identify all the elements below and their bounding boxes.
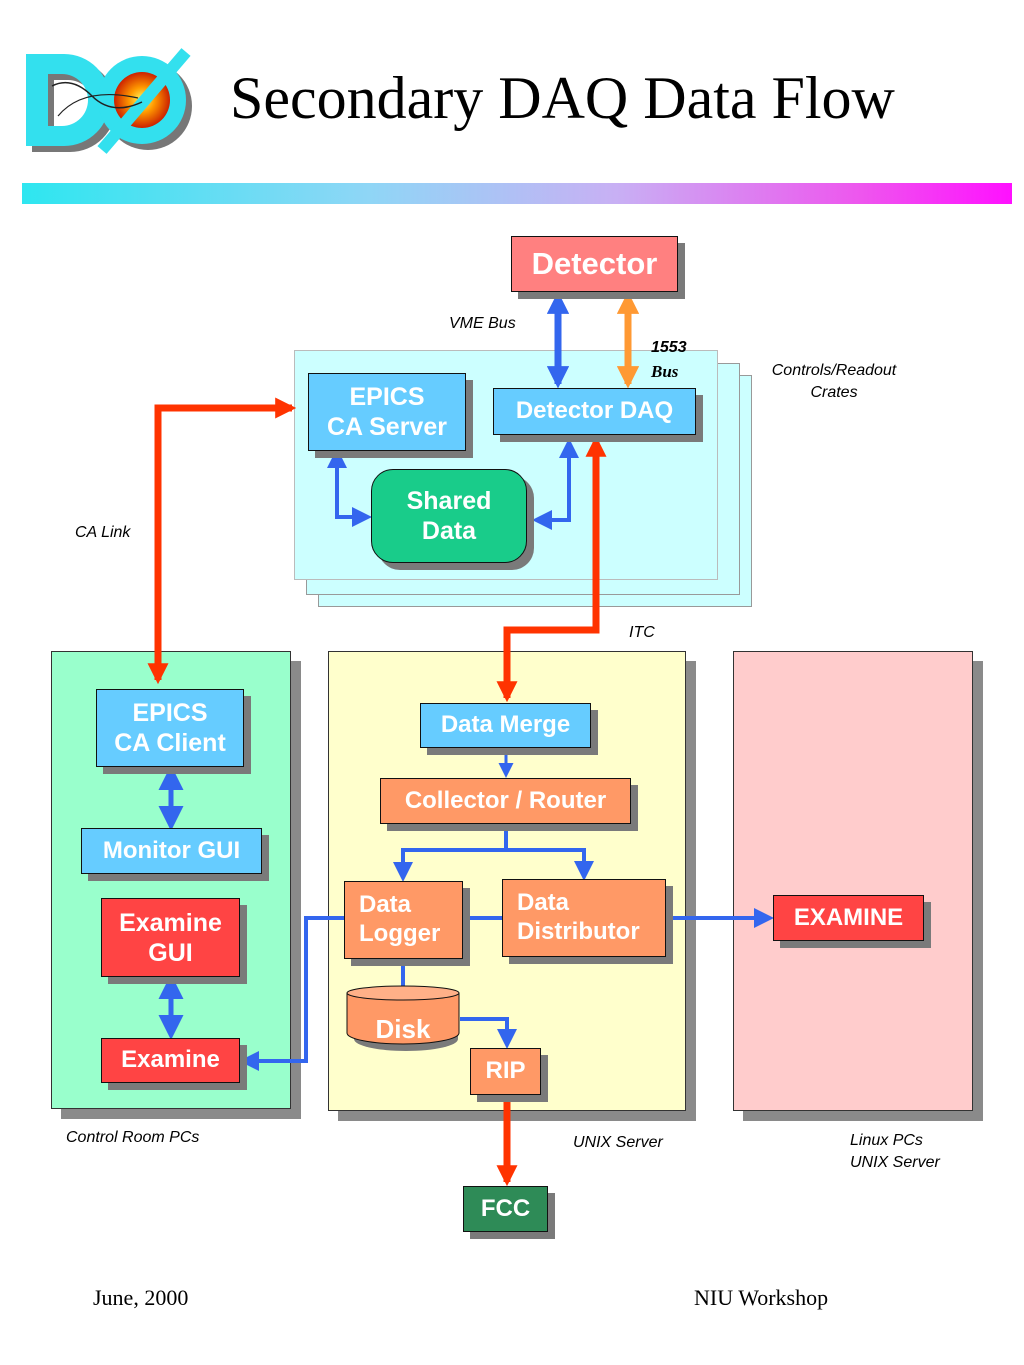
examine-gui-box[interactable]: Examine GUI bbox=[101, 898, 240, 977]
shared-data-box[interactable]: Shared Data bbox=[371, 469, 527, 563]
controls-crates-label: Controls/Readout Crates bbox=[771, 362, 897, 402]
daq-shared-arrow bbox=[532, 438, 579, 530]
unix-server-label: UNIX Server bbox=[573, 1134, 663, 1151]
ca-link-label: CA Link bbox=[75, 524, 131, 541]
itc-label: ITC bbox=[629, 624, 655, 641]
linux-pcs-panel bbox=[733, 651, 973, 1111]
collector-split-line bbox=[393, 826, 508, 882]
examine-linux-box[interactable]: EXAMINE bbox=[773, 895, 924, 941]
itc-arrow bbox=[496, 435, 607, 703]
linux-pcs-label: Linux PCs UNIX Server bbox=[850, 1132, 940, 1172]
bus-1553-number: 1553 bbox=[651, 339, 687, 357]
data-logger-box[interactable]: Data Logger bbox=[344, 881, 463, 959]
epics-ca-client-box[interactable]: EPICS CA Client bbox=[96, 689, 244, 767]
data-distributor-box[interactable]: Data Distributor bbox=[502, 879, 666, 957]
ca-link-arrow bbox=[147, 397, 297, 685]
disk-rip-arrow bbox=[460, 1017, 517, 1049]
collector-distributor-arrow bbox=[506, 848, 594, 881]
data-merge-box[interactable]: Data Merge bbox=[420, 703, 591, 748]
disk-cylinder bbox=[346, 985, 460, 1051]
detector-daq-box[interactable]: Detector DAQ bbox=[493, 388, 696, 435]
footer-date: June, 2000 bbox=[93, 1285, 189, 1310]
page-title: Secondary DAQ Data Flow bbox=[230, 65, 895, 131]
title-gradient-rule bbox=[22, 183, 1012, 204]
fcc-box[interactable]: FCC bbox=[463, 1186, 548, 1232]
monitor-gui-box[interactable]: Monitor GUI bbox=[81, 828, 262, 874]
epics-ca-server-box[interactable]: EPICS CA Server bbox=[308, 373, 466, 451]
vme-bus-label: VME Bus bbox=[449, 315, 516, 332]
footer-event: NIU Workshop bbox=[694, 1285, 829, 1310]
rip-box[interactable]: RIP bbox=[470, 1048, 541, 1095]
d0-logo bbox=[22, 46, 202, 156]
collector-router-box[interactable]: Collector / Router bbox=[380, 778, 631, 824]
disk-label: Disk bbox=[375, 1014, 431, 1044]
epics-shared-arrow bbox=[327, 448, 372, 527]
examine-box[interactable]: Examine bbox=[101, 1038, 240, 1083]
control-room-label: Control Room PCs bbox=[66, 1129, 200, 1146]
bus-1553-word: Bus bbox=[651, 361, 679, 381]
detector-box[interactable]: Detector bbox=[511, 236, 678, 292]
bus-1553-label: 1553 Bus bbox=[651, 315, 687, 384]
